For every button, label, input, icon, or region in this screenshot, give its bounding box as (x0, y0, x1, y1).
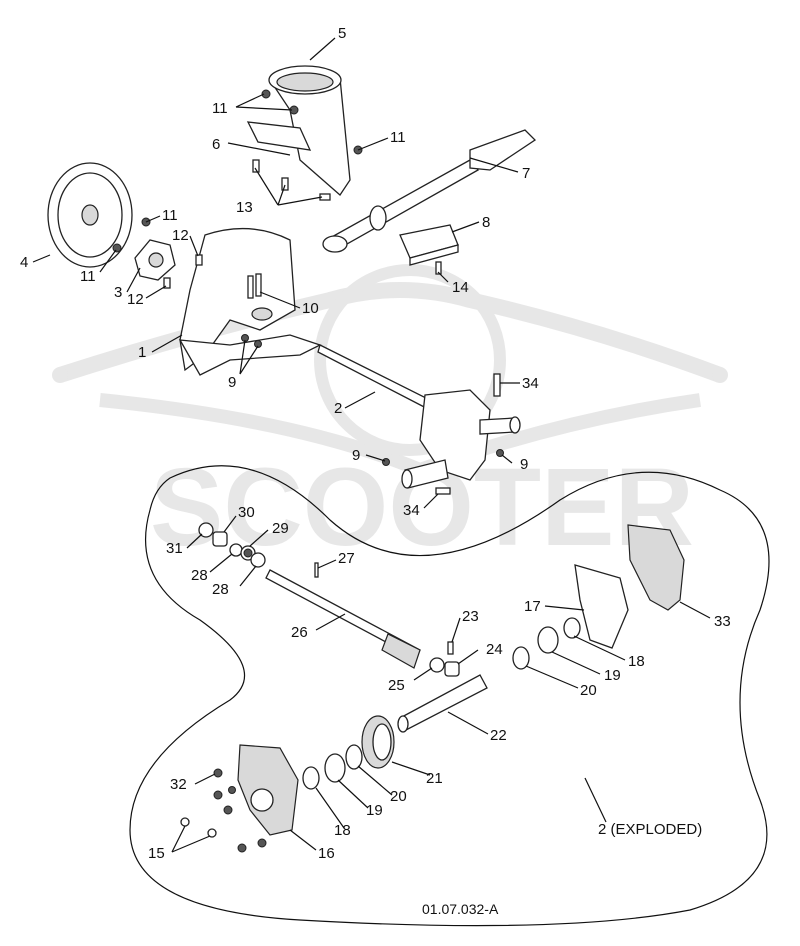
callout-25: 25 (388, 677, 405, 694)
exploded-caption: 2 (EXPLODED) (598, 821, 702, 838)
callout-3: 3 (114, 284, 122, 301)
callout-2: 2 (334, 400, 342, 417)
pulley (47, 162, 133, 268)
callout-34: 34 (522, 375, 539, 392)
callout-26: 26 (291, 624, 308, 641)
callout-9: 9 (520, 456, 528, 473)
callout-11: 11 (80, 268, 96, 285)
callout-9: 9 (228, 374, 236, 391)
callout-11: 11 (162, 207, 178, 224)
exploded-boundary (129, 465, 770, 927)
callout-29: 29 (272, 520, 289, 537)
callout-20: 20 (390, 788, 407, 805)
exploded-parts (180, 522, 685, 853)
drawing-number: 01.07.032-A (422, 901, 499, 917)
callout-24: 24 (486, 641, 503, 658)
callout-22: 22 (490, 727, 507, 744)
callout-12: 12 (127, 291, 144, 308)
chute-crank-rod (322, 129, 537, 253)
auger-gearbox-assembly (317, 344, 521, 489)
auger-housing (178, 227, 322, 376)
callout-8: 8 (482, 214, 490, 231)
callout-11: 11 (212, 100, 228, 117)
callout-15: 15 (148, 845, 165, 862)
callout-32: 32 (170, 776, 187, 793)
callout-11: 11 (390, 129, 406, 146)
callout-10: 10 (302, 300, 319, 317)
callout-33: 33 (714, 613, 731, 630)
callout-19: 19 (366, 802, 383, 819)
callout-17: 17 (524, 598, 541, 615)
callout-28: 28 (212, 581, 229, 598)
callout-1: 1 (138, 344, 146, 361)
callout-9: 9 (352, 447, 360, 464)
callout-6: 6 (212, 136, 220, 153)
callout-4: 4 (20, 254, 28, 271)
callout-12: 12 (172, 227, 189, 244)
callout-5: 5 (338, 25, 346, 42)
callout-30: 30 (238, 504, 255, 521)
leader-lines (32, 37, 711, 853)
callout-16: 16 (318, 845, 335, 862)
callout-7: 7 (522, 165, 530, 182)
bearing-flange (134, 239, 176, 281)
crank-bracket (399, 224, 459, 266)
callout-34: 34 (403, 502, 420, 519)
callout-13: 13 (236, 199, 253, 216)
callout-20: 20 (580, 682, 597, 699)
callout-18: 18 (334, 822, 351, 839)
callout-31: 31 (166, 540, 183, 557)
callout-21: 21 (426, 770, 443, 787)
callout-23: 23 (462, 608, 479, 625)
callout-27: 27 (338, 550, 355, 567)
chute-ring (246, 65, 351, 196)
callout-labels: 5 11 6 11 7 13 11 8 12 4 11 3 12 14 10 1… (20, 25, 731, 917)
watermark-logo: SCOOTER (52, 264, 728, 569)
upper-hardware (112, 89, 504, 495)
callout-28: 28 (191, 567, 208, 584)
callout-18: 18 (628, 653, 645, 670)
callout-14: 14 (452, 279, 469, 296)
callout-19: 19 (604, 667, 621, 684)
